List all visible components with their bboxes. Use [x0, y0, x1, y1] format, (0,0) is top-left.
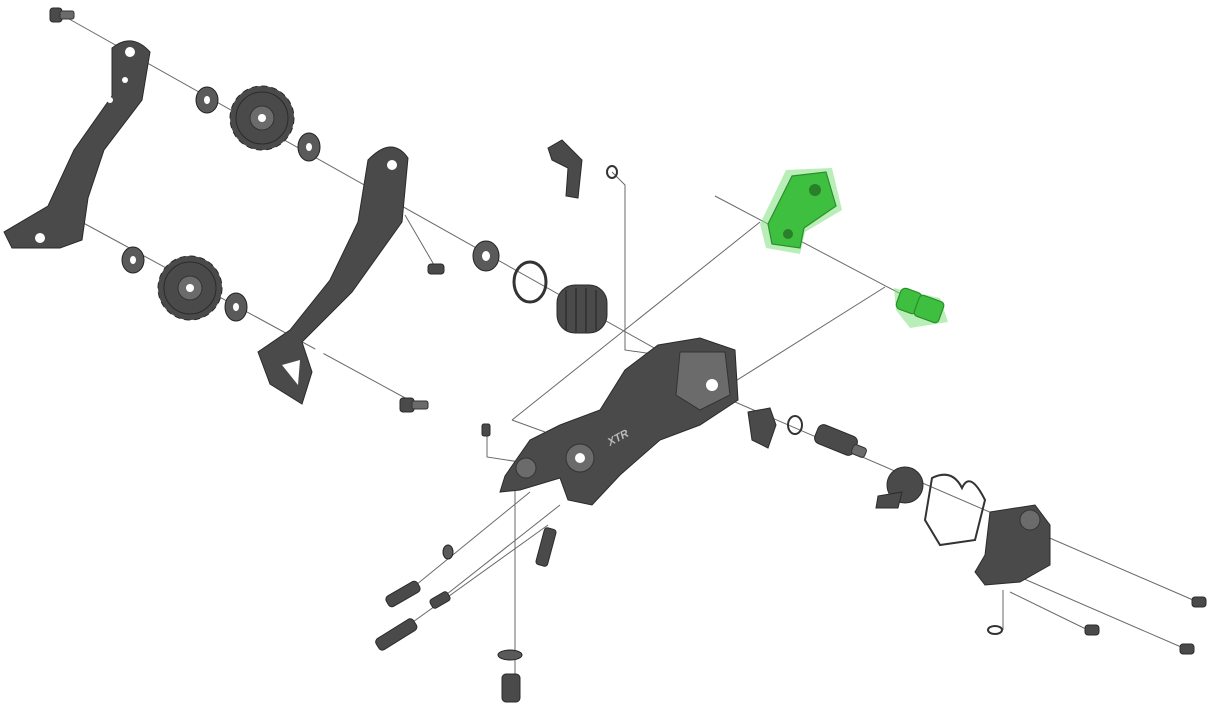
- adjusting-bracket[interactable]: [760, 168, 842, 254]
- cover-screw-2[interactable]: [1084, 624, 1100, 636]
- washer-5[interactable]: [472, 240, 500, 272]
- mounting-bolt[interactable]: [501, 673, 521, 703]
- clutch-unit[interactable]: [875, 466, 924, 509]
- cover-gasket[interactable]: [923, 473, 987, 547]
- pivot-bolt[interactable]: [374, 617, 418, 651]
- bracket-bolt[interactable]: [894, 287, 948, 328]
- pulley-bolt-lower[interactable]: [399, 397, 429, 413]
- cover-screw-1[interactable]: [1191, 596, 1207, 608]
- tension-spring[interactable]: [556, 284, 608, 334]
- cage-screw-top[interactable]: [49, 7, 75, 23]
- limit-screw[interactable]: [429, 591, 451, 610]
- adjust-screw-1[interactable]: [535, 527, 557, 567]
- cover-screw-3[interactable]: [1179, 643, 1195, 655]
- cable-guide-clip[interactable]: [547, 139, 618, 199]
- outer-cage-plate[interactable]: [3, 40, 151, 249]
- derailleur-body[interactable]: XTR: [499, 337, 739, 506]
- o-ring[interactable]: [787, 415, 803, 435]
- damper-shaft[interactable]: [813, 423, 868, 458]
- cage-stop-bolt[interactable]: [427, 263, 445, 275]
- washer-7[interactable]: [497, 649, 523, 661]
- small-clip[interactable]: [987, 625, 1003, 635]
- pin-small[interactable]: [481, 423, 491, 437]
- lower-tension-pulley[interactable]: [157, 255, 223, 321]
- cable-adjuster-part[interactable]: [747, 407, 777, 449]
- washer-4[interactable]: [224, 292, 248, 322]
- clutch-cover[interactable]: [974, 504, 1051, 586]
- washer-2[interactable]: [297, 132, 321, 162]
- inner-cage-plate[interactable]: [257, 146, 409, 405]
- washer-3[interactable]: [121, 246, 145, 274]
- washer-1[interactable]: [195, 86, 219, 114]
- upper-guide-pulley[interactable]: [229, 85, 295, 151]
- stopper-ring[interactable]: [512, 260, 548, 304]
- b-tension-bolt[interactable]: [384, 580, 421, 608]
- washer-6[interactable]: [442, 544, 454, 560]
